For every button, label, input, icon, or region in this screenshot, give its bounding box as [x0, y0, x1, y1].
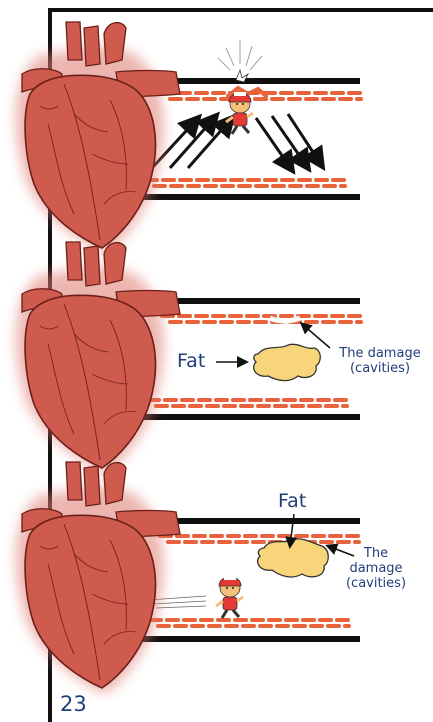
arrow-icon: [272, 116, 308, 168]
brick-row-top: [158, 534, 361, 544]
vessel-wall-top: [170, 518, 360, 524]
vessel-wall-bottom: [130, 636, 360, 642]
heart-icon: [16, 242, 180, 474]
runner-icon: [226, 92, 253, 134]
fat-label: Fat: [278, 490, 306, 512]
arrow-icon: [188, 118, 232, 168]
panel-1: [16, 22, 363, 254]
vessel-wall-bottom: [130, 194, 360, 200]
fat-blob-icon: [254, 344, 321, 380]
brick-row-bottom: [148, 618, 351, 628]
fat-label: Fat: [177, 350, 205, 372]
brick-row-bottom: [144, 178, 347, 188]
panel-3: [16, 462, 361, 694]
damage-label: The damage (cavities): [340, 546, 412, 591]
vessel-wall-top: [165, 298, 360, 304]
cavity-gap: [270, 318, 300, 321]
heart-icon: [16, 22, 180, 254]
runner-icon: [216, 576, 243, 618]
arrow-icon: [288, 114, 322, 166]
fat-blob-icon: [258, 539, 329, 577]
arrow-icon: [302, 324, 330, 348]
damage-label: The damage (cavities): [330, 346, 430, 376]
impact-icon: [218, 40, 262, 82]
brick-row-bottom: [146, 398, 349, 408]
vessel-wall-bottom: [135, 414, 360, 420]
heart-icon: [16, 462, 180, 694]
brick-row-top: [160, 314, 363, 324]
arrow-icon: [256, 118, 292, 170]
vessel-wall-top: [150, 78, 360, 84]
page-number: 23: [60, 692, 87, 716]
